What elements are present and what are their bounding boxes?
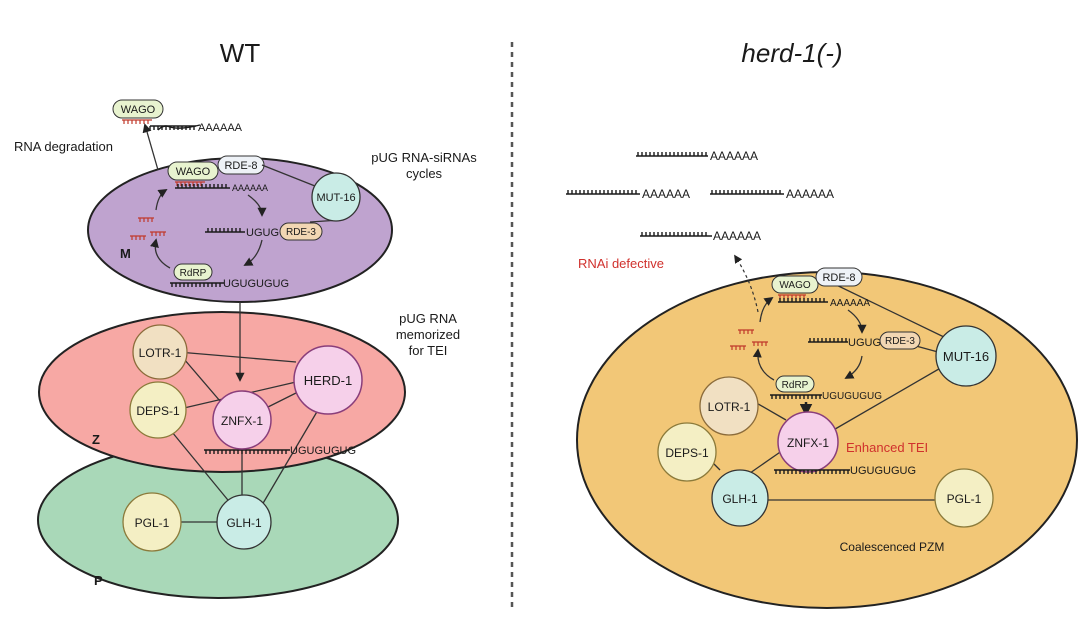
m-pug: UGUGUGUG: [223, 278, 289, 290]
mutant-znfx1-label: ZNFX-1: [787, 436, 829, 450]
p-label: P: [94, 573, 103, 588]
z-pug: UGUGUGUG: [290, 445, 356, 457]
wago-top-label: WAGO: [121, 104, 156, 116]
wago-label: WAGO: [176, 166, 211, 178]
mutant-lotr1-label: LOTR-1: [708, 400, 751, 414]
wt-top-polya: AAAAAA: [198, 122, 243, 134]
pgl1-node: [122, 492, 182, 552]
mutant-ugug: UGUG: [848, 337, 881, 349]
mutant-cycle-arrow-2: [844, 355, 863, 379]
m-label: M: [120, 246, 131, 261]
rde8-box: [217, 155, 265, 175]
herd1-label: HERD-1: [304, 373, 352, 388]
rde3-label: RDE-3: [286, 227, 316, 238]
glh1-node: [216, 494, 272, 550]
mutant-deps1-node: [657, 422, 717, 482]
wago-sirna: [175, 181, 205, 186]
mut16-node: [311, 172, 361, 222]
free-mrna-2-polya: AAAAAA: [642, 187, 690, 201]
pug-cycles-label-line2: cycles: [406, 166, 443, 181]
mutant-wago-sirna: [778, 294, 806, 299]
rnai-defective-arrow: [734, 254, 759, 313]
m-polya: AAAAAA: [232, 183, 268, 193]
mutant-title: herd-1(-): [741, 38, 842, 68]
rde8-mut16-edge: [261, 164, 321, 189]
mutant-glh1-label: GLH-1: [722, 492, 758, 506]
pug-cycles-label-line1: pUG RNA-siRNAs: [371, 150, 477, 165]
mutant-mut16-label: MUT-16: [943, 349, 989, 364]
mutant-mut16-node: [935, 325, 997, 387]
mutant-cycle-arrow-4: [759, 296, 774, 323]
memorized-label-line2: memorized: [396, 327, 460, 342]
mut16-label: MUT-16: [316, 192, 355, 204]
cycle-arrow-1: [247, 194, 267, 217]
free-mrna-2: AAAAAA: [566, 187, 690, 201]
degradation-arrow: [142, 123, 159, 171]
mutant-lotr1-node: [699, 376, 759, 436]
enhanced-tei-label: Enhanced TEI: [846, 440, 928, 455]
mutant-rde8-label: RDE-8: [822, 272, 855, 284]
mutant-glh1-node: [711, 469, 769, 527]
mutant-cycle-arrow-1: [847, 309, 867, 334]
lotr1-node: [132, 324, 188, 380]
mutant-panel: herd-1(-) AAAAAA AAAAAA AAAAAA AAAAAA RN…: [566, 38, 1078, 609]
memorized-label-line3: for TEI: [409, 343, 448, 358]
free-mrna-4: AAAAAA: [640, 229, 761, 243]
mutant-znfx1-pug: UGUGUGUG: [850, 465, 916, 477]
rde8-label: RDE-8: [224, 160, 257, 172]
coalesced-pzm-label: Coalescenced PZM: [840, 540, 945, 554]
mutant-rdrp-label: RdRP: [782, 380, 809, 391]
free-mrna-1-polya: AAAAAA: [710, 149, 758, 163]
mutant-pgl1-node: [934, 468, 994, 528]
rna-degradation-label: RNA degradation: [14, 139, 113, 154]
wt-top-mrna: AAAAAA: [149, 122, 243, 134]
mutant-rde3-label: RDE-3: [885, 336, 915, 347]
rdrp-label: RdRP: [180, 268, 207, 279]
rde3-box: [279, 222, 323, 241]
wago-top-sirna: [122, 119, 152, 124]
deps1-node: [129, 381, 187, 439]
mutant-deps1-label: DEPS-1: [665, 446, 709, 460]
mutant-polya: AAAAAA: [830, 298, 870, 309]
herd1-node: [293, 345, 363, 415]
m-ugug: UGUG: [246, 227, 279, 239]
znfx1-label: ZNFX-1: [221, 414, 263, 428]
mutant-cycle-arrow-3: [752, 348, 775, 381]
deps1-label: DEPS-1: [136, 404, 180, 418]
rdrp-box: [173, 263, 213, 281]
cycle-arrow-3: [149, 238, 171, 269]
mutant-pug: UGUGUGUG: [822, 391, 882, 402]
wago-box: [167, 161, 219, 181]
cycle-arrow-2: [243, 239, 263, 266]
wt-title: WT: [220, 38, 261, 68]
znfx1-node: [212, 390, 272, 450]
z-label: Z: [92, 432, 100, 447]
free-mrna-1: AAAAAA: [636, 149, 758, 163]
wt-panel: WT M Z P RNA degradation pUG RNA-siRNAs …: [14, 38, 477, 599]
free-mrna-4-polya: AAAAAA: [713, 229, 761, 243]
mutant-wago-label: WAGO: [779, 280, 811, 291]
lotr1-label: LOTR-1: [139, 346, 182, 360]
free-mrna-3-polya: AAAAAA: [786, 187, 834, 201]
mutant-sirnas: [730, 329, 768, 350]
mutant-wago-box: [771, 275, 819, 294]
mutant-rdrp-box: [775, 375, 815, 393]
pgl1-label: PGL-1: [135, 516, 170, 530]
wt-sirnas: [130, 217, 166, 240]
mutant-pgl1-label: PGL-1: [947, 492, 982, 506]
mutant-rde3-box: [879, 331, 921, 350]
cycle-arrow-4: [155, 189, 168, 211]
memorized-label-line1: pUG RNA: [399, 311, 457, 326]
free-mrna-3: AAAAAA: [710, 187, 834, 201]
mutant-rde8-box: [815, 267, 863, 287]
wago-top-box: [112, 99, 164, 119]
glh1-label: GLH-1: [226, 516, 262, 530]
rnai-defective-label: RNAi defective: [578, 256, 664, 271]
